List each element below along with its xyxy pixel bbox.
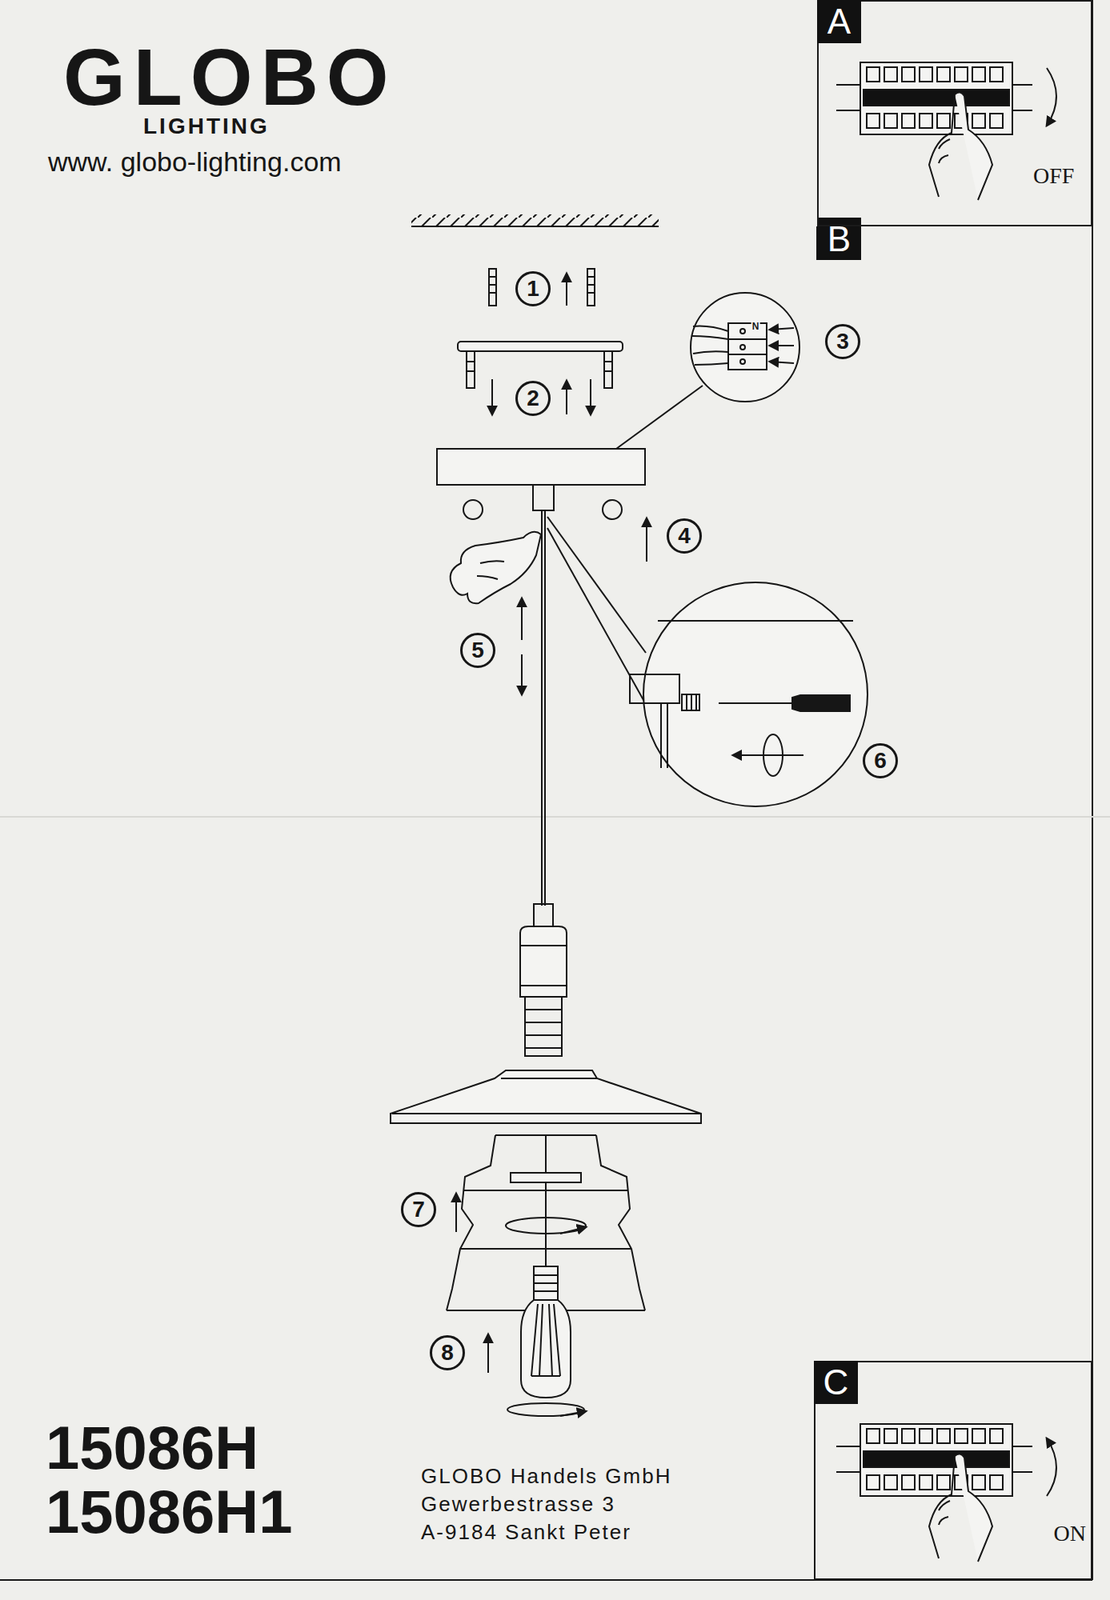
switch-state: ON [1053,1522,1086,1546]
callout-number: 7 [400,1192,437,1228]
callout-number: 6 [862,743,898,779]
callout-number: 2 [515,380,551,417]
callout-number: 5 [460,633,496,669]
switch-on-panel: C ON [813,1361,1093,1581]
address-line: GLOBO Handels GmbH [420,1466,672,1487]
website-url: www. globo-lighting.com [48,148,342,176]
brand-logo: GLOBO [63,36,397,117]
callout-number: 1 [515,271,551,307]
model-number: 15086H [45,1418,259,1479]
callout-number: 3 [825,324,861,360]
step-letter-tab: A [817,0,862,44]
callout-number: 4 [666,518,702,554]
callout-number: 8 [429,1335,465,1371]
switch-state: OFF [1033,164,1074,188]
switch-off-panel: A OFF [817,0,1093,227]
step-letter-tab: C [813,1361,858,1405]
address-line: Gewerbestrasse 3 [420,1494,616,1515]
address-line: A-9184 Sankt Peter [420,1522,632,1543]
brand-subtitle: LIGHTING [143,115,270,138]
model-number: 15086H1 [45,1482,293,1543]
terminal-mark: N [751,321,761,332]
step-letter-tab: B [817,217,862,261]
